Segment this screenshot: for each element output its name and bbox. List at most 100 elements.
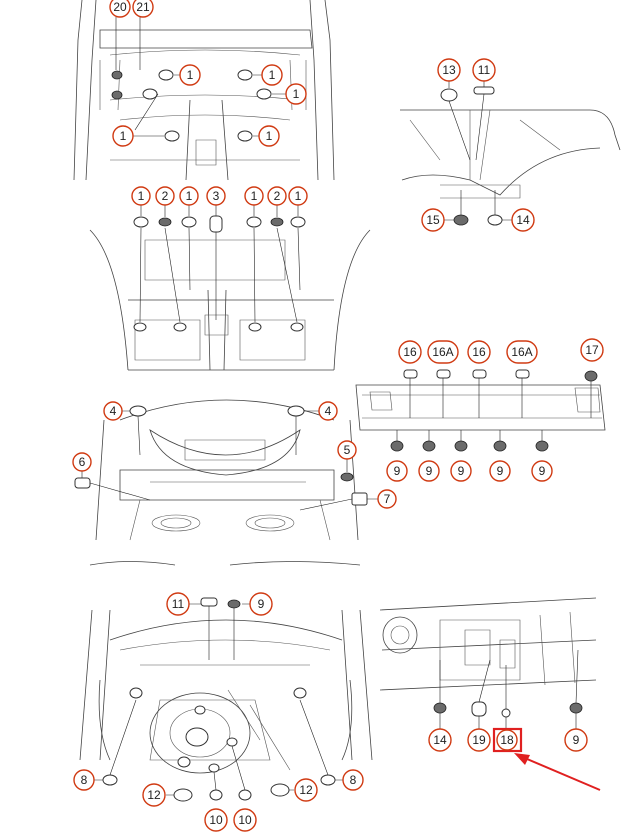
svg-text:1: 1 <box>251 189 258 203</box>
callout-21: 21 <box>132 0 154 18</box>
svg-text:8: 8 <box>350 773 357 787</box>
callout-13: 13 <box>437 58 461 82</box>
panel-rear-floor <box>74 399 378 566</box>
callout-9: 9 <box>450 460 472 482</box>
callout-labels: 20 21 1 1 1 1 1 13 11 15 14 1 2 1 3 1 2 … <box>72 0 604 832</box>
plug-icon <box>111 69 272 142</box>
svg-text:20: 20 <box>113 0 127 14</box>
svg-text:9: 9 <box>573 733 580 747</box>
svg-text:9: 9 <box>539 464 546 478</box>
svg-text:14: 14 <box>433 733 447 747</box>
svg-text:16: 16 <box>403 345 417 359</box>
callout-12: 12 <box>142 783 166 807</box>
svg-text:16A: 16A <box>432 345 453 359</box>
callout-1: 1 <box>131 186 151 206</box>
callout-2: 2 <box>267 186 287 206</box>
callout-4: 4 <box>103 401 123 421</box>
svg-text:8: 8 <box>81 773 88 787</box>
callout-10: 10 <box>204 808 228 832</box>
svg-text:11: 11 <box>172 597 185 611</box>
callout-16: 16 <box>398 340 422 364</box>
svg-text:1: 1 <box>295 189 302 203</box>
callout-16A: 16A <box>506 340 538 364</box>
plug-icon <box>433 701 583 718</box>
svg-text:9: 9 <box>258 597 265 611</box>
callout-1: 1 <box>112 125 134 147</box>
svg-text:11: 11 <box>478 63 491 77</box>
svg-text:5: 5 <box>344 443 351 457</box>
callout-1: 1 <box>179 64 201 86</box>
callout-12: 12 <box>294 778 318 802</box>
svg-text:12: 12 <box>299 783 313 797</box>
svg-text:19: 19 <box>472 733 486 747</box>
callout-16: 16 <box>467 340 491 364</box>
callout-10: 10 <box>233 808 257 832</box>
callout-1: 1 <box>261 64 283 86</box>
plug-icon <box>390 369 598 452</box>
callout-11: 11 <box>166 592 190 616</box>
svg-text:1: 1 <box>293 87 300 101</box>
svg-text:10: 10 <box>209 813 223 827</box>
panel-rear-quarter-inner <box>400 80 621 226</box>
callout-8: 8 <box>342 769 364 791</box>
highlight-arrow <box>514 753 601 791</box>
svg-text:16: 16 <box>472 345 486 359</box>
panel-trunk-floor <box>79 597 373 802</box>
callout-1: 1 <box>258 125 280 147</box>
svg-text:1: 1 <box>187 68 194 82</box>
callout-3: 3 <box>206 186 226 206</box>
callout-1: 1 <box>179 186 199 206</box>
svg-text:10: 10 <box>238 813 252 827</box>
svg-text:18: 18 <box>500 733 514 747</box>
plug-icon <box>133 215 306 332</box>
svg-text:9: 9 <box>497 464 504 478</box>
callout-14: 14 <box>428 728 452 752</box>
panel-upper-floor-front <box>73 0 335 181</box>
callout-9: 9 <box>249 592 273 616</box>
svg-text:16A: 16A <box>511 345 532 359</box>
svg-text:14: 14 <box>516 213 530 227</box>
callout-19: 19 <box>467 728 491 752</box>
svg-text:2: 2 <box>274 189 281 203</box>
svg-text:7: 7 <box>384 492 391 506</box>
svg-text:15: 15 <box>426 213 440 227</box>
callout-11: 11 <box>472 58 496 82</box>
svg-text:6: 6 <box>79 455 86 469</box>
svg-text:1: 1 <box>266 129 273 143</box>
plug-icon <box>440 86 503 226</box>
callout-4: 4 <box>318 401 338 421</box>
svg-text:1: 1 <box>269 68 276 82</box>
svg-text:9: 9 <box>426 464 433 478</box>
svg-text:4: 4 <box>110 404 117 418</box>
callout-16A: 16A <box>427 340 459 364</box>
callout-18-highlighted: 18 <box>492 727 523 753</box>
callout-9: 9 <box>531 460 553 482</box>
plug-icon <box>74 405 368 506</box>
callout-17: 17 <box>580 338 604 362</box>
callout-20: 20 <box>109 0 131 18</box>
panel-side-sill <box>355 369 606 452</box>
callout-8: 8 <box>73 769 95 791</box>
callout-6: 6 <box>72 452 92 472</box>
svg-text:21: 21 <box>136 0 150 14</box>
svg-text:9: 9 <box>458 464 465 478</box>
callout-7: 7 <box>377 489 397 509</box>
callout-1: 1 <box>244 186 264 206</box>
svg-text:1: 1 <box>186 189 193 203</box>
callout-9: 9 <box>386 460 408 482</box>
callout-15: 15 <box>421 208 445 232</box>
svg-text:12: 12 <box>147 788 161 802</box>
callout-9: 9 <box>489 460 511 482</box>
callout-5: 5 <box>337 440 357 460</box>
panel-center-floor <box>89 205 371 371</box>
panel-rear-side-member <box>379 597 597 729</box>
svg-text:4: 4 <box>325 404 332 418</box>
callout-14: 14 <box>511 208 535 232</box>
plug-icon <box>102 597 336 802</box>
callout-1: 1 <box>288 186 308 206</box>
svg-text:1: 1 <box>138 189 145 203</box>
svg-text:1: 1 <box>120 129 127 143</box>
svg-text:9: 9 <box>394 464 401 478</box>
callout-2: 2 <box>155 186 175 206</box>
